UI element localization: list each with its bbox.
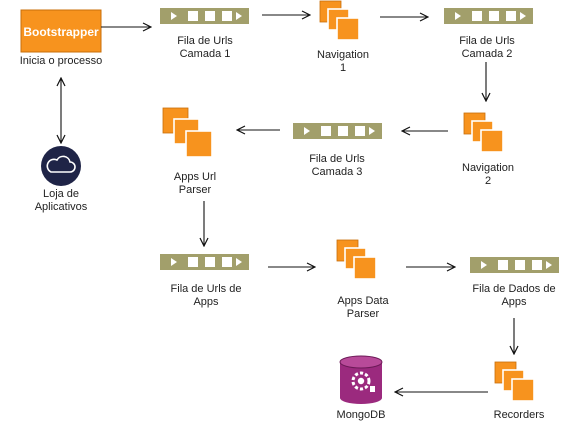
cloud-icon bbox=[41, 146, 81, 186]
navigation1-caption: Navigation 1 bbox=[317, 49, 369, 74]
bootstrapper-node: Bootstrapper bbox=[20, 9, 102, 53]
queue-app-urls-caption: Fila de Urls de Apps bbox=[170, 283, 242, 308]
stacked-squares-icon bbox=[162, 107, 213, 158]
bootstrapper-title: Bootstrapper bbox=[23, 25, 99, 39]
queue-icon bbox=[293, 123, 382, 139]
queue-layer1-caption: Fila de Urls Camada 1 bbox=[177, 35, 233, 60]
queue-icon bbox=[160, 8, 249, 24]
queue-icon bbox=[160, 254, 249, 270]
bootstrapper-caption: Inicia o processo bbox=[19, 55, 103, 67]
queue-app-data-caption: Fila de Dados de Apps bbox=[472, 283, 556, 308]
recorders-caption: Recorders bbox=[493, 409, 545, 421]
stacked-squares-icon bbox=[319, 0, 360, 41]
stacked-squares-icon bbox=[463, 112, 504, 153]
queue-layer3-caption: Fila de Urls Camada 3 bbox=[309, 153, 365, 178]
queue-icon bbox=[470, 257, 559, 273]
navigation2-caption: Navigation 2 bbox=[462, 162, 514, 187]
stacked-squares-icon bbox=[336, 239, 377, 280]
queue-layer2-caption: Fila de Urls Camada 2 bbox=[459, 35, 515, 60]
queue-icon bbox=[444, 8, 533, 24]
connector-arrows bbox=[61, 15, 514, 392]
database-icon bbox=[339, 355, 383, 404]
apps-url-parser-caption: Apps Url Parser bbox=[173, 171, 217, 196]
app-store-caption: Loja de Aplicativos bbox=[34, 188, 88, 213]
apps-data-parser-caption: Apps Data Parser bbox=[337, 295, 389, 320]
stacked-squares-icon bbox=[494, 361, 535, 402]
mongodb-caption: MongoDB bbox=[336, 409, 386, 421]
